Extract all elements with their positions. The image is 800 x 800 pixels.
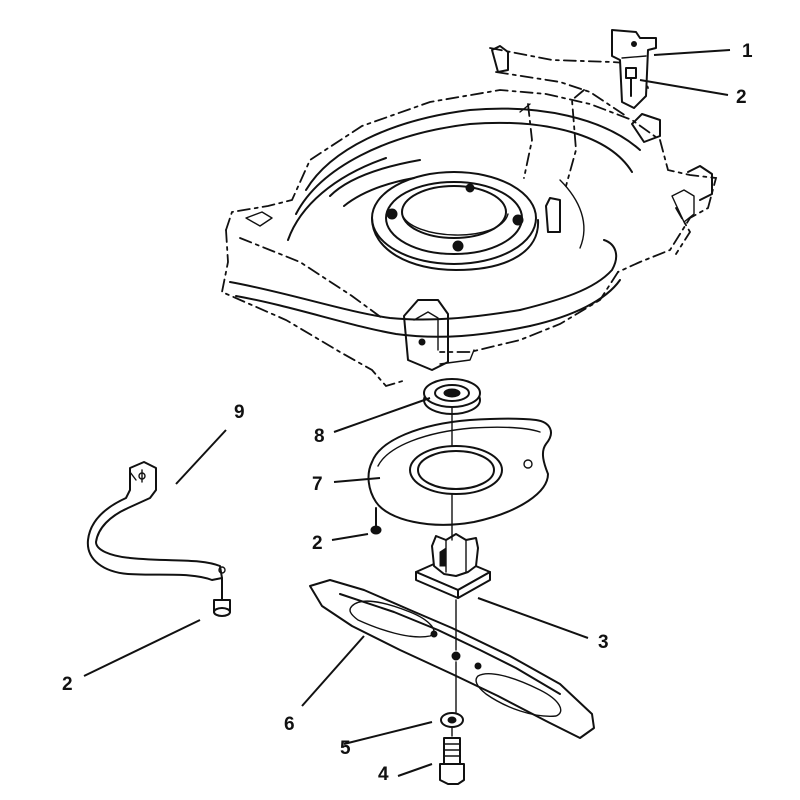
callout-5: 5 — [340, 738, 351, 759]
part-2-screw-middle — [370, 507, 382, 535]
part-2-screw-bottom — [213, 577, 231, 617]
part-7-baffle-plate — [367, 417, 552, 526]
part-9-brace — [86, 461, 226, 581]
callout-3: 3 — [598, 632, 609, 653]
part-6-blade — [309, 579, 595, 739]
callout-7: 7 — [312, 474, 323, 495]
part-4-blade-bolt — [439, 737, 465, 785]
part-3-blade-adapter — [415, 533, 491, 599]
callout-9: 9 — [234, 402, 245, 423]
mower-deck-housing — [220, 45, 718, 388]
part-2-bolt-top — [625, 67, 637, 97]
callout-2-top: 2 — [736, 87, 747, 108]
callout-4: 4 — [378, 764, 389, 785]
callout-8: 8 — [314, 426, 325, 447]
callout-2-bottom: 2 — [62, 674, 73, 695]
callout-2-middle: 2 — [312, 533, 323, 554]
assembly-axis-lines — [451, 407, 457, 737]
leader-lines — [83, 49, 731, 777]
part-5-washer — [440, 712, 464, 728]
callout-labels: 1 2 2 2 3 4 5 6 7 8 9 — [62, 41, 753, 785]
callout-1: 1 — [742, 41, 753, 62]
callout-6: 6 — [284, 714, 295, 735]
